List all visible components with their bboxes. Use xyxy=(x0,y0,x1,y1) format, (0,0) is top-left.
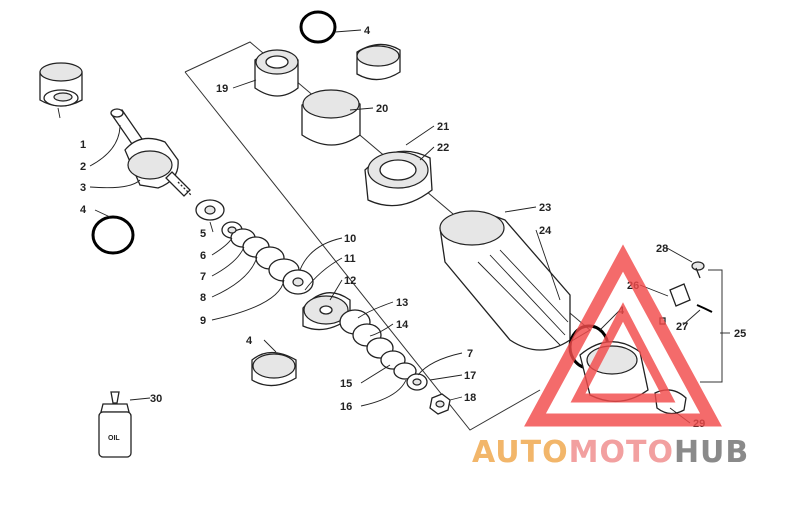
callout-22: 22 xyxy=(437,142,449,154)
part-4-bushing-lower xyxy=(251,351,297,387)
callout-19: 19 xyxy=(216,83,228,95)
callout-21: 21 xyxy=(437,121,449,133)
part-26-27-28-valve-parts xyxy=(659,261,713,325)
callout-4-lower: 4 xyxy=(246,335,253,347)
watermark-text-hub: HUB xyxy=(674,435,749,470)
part-4-o-ring-left xyxy=(91,215,135,255)
watermark-text-auto: AUTO xyxy=(472,435,569,470)
part-30-oil-bottle xyxy=(98,391,132,458)
part-4-band-ring-top xyxy=(356,43,401,81)
callout-8: 8 xyxy=(200,292,206,304)
watermark-triangle-icon xyxy=(524,244,722,427)
oil-bottle-label: OIL xyxy=(108,435,120,442)
callout-11: 11 xyxy=(344,253,356,265)
callout-4-left: 4 xyxy=(80,204,87,216)
callout-17: 17 xyxy=(464,370,476,382)
shim-stack-lower xyxy=(339,309,428,391)
callout-13: 13 xyxy=(396,297,408,309)
callout-14: 14 xyxy=(396,319,409,331)
callout-7-upper: 7 xyxy=(200,271,206,283)
part-5-washer xyxy=(195,199,225,221)
part-12-piston xyxy=(302,292,351,331)
callout-1: 1 xyxy=(80,139,86,151)
callout-16: 16 xyxy=(340,401,352,413)
part-18-nut xyxy=(429,393,451,415)
callout-6: 6 xyxy=(200,250,206,262)
callout-5: 5 xyxy=(200,228,206,240)
callout-4-top: 4 xyxy=(364,25,371,37)
callout-23: 23 xyxy=(539,202,551,214)
automotohub-watermark: AUTOMOTOHUB xyxy=(472,244,749,470)
watermark-text-moto: MOTO xyxy=(569,435,674,470)
callout-9: 9 xyxy=(200,315,206,327)
valve-assembly-bracket xyxy=(700,269,723,383)
callout-15: 15 xyxy=(340,378,352,390)
part-4-o-ring-top xyxy=(299,10,337,44)
part-2-3-shaft-assembly xyxy=(110,108,193,197)
callout-24: 24 xyxy=(539,225,552,237)
callout-25: 25 xyxy=(734,328,746,340)
callout-18: 18 xyxy=(464,392,476,404)
callout-2: 2 xyxy=(80,161,86,173)
part-21-22-adjuster-rings xyxy=(364,150,433,207)
watermark-text: AUTOMOTOHUB xyxy=(472,435,749,470)
callout-27: 27 xyxy=(676,321,688,333)
callout-3: 3 xyxy=(80,182,86,194)
shim-stack-upper xyxy=(221,221,314,295)
callout-30: 30 xyxy=(150,393,162,405)
callout-10: 10 xyxy=(344,233,356,245)
part-1-bushing xyxy=(39,62,83,107)
callout-7-lower: 7 xyxy=(467,348,473,360)
callout-28: 28 xyxy=(656,243,668,255)
part-19-seal-head xyxy=(254,49,299,97)
callout-20: 20 xyxy=(376,103,388,115)
part-23-24-reservoir-body xyxy=(439,210,571,351)
callout-12: 12 xyxy=(344,275,356,287)
part-20-sleeve xyxy=(301,89,361,146)
